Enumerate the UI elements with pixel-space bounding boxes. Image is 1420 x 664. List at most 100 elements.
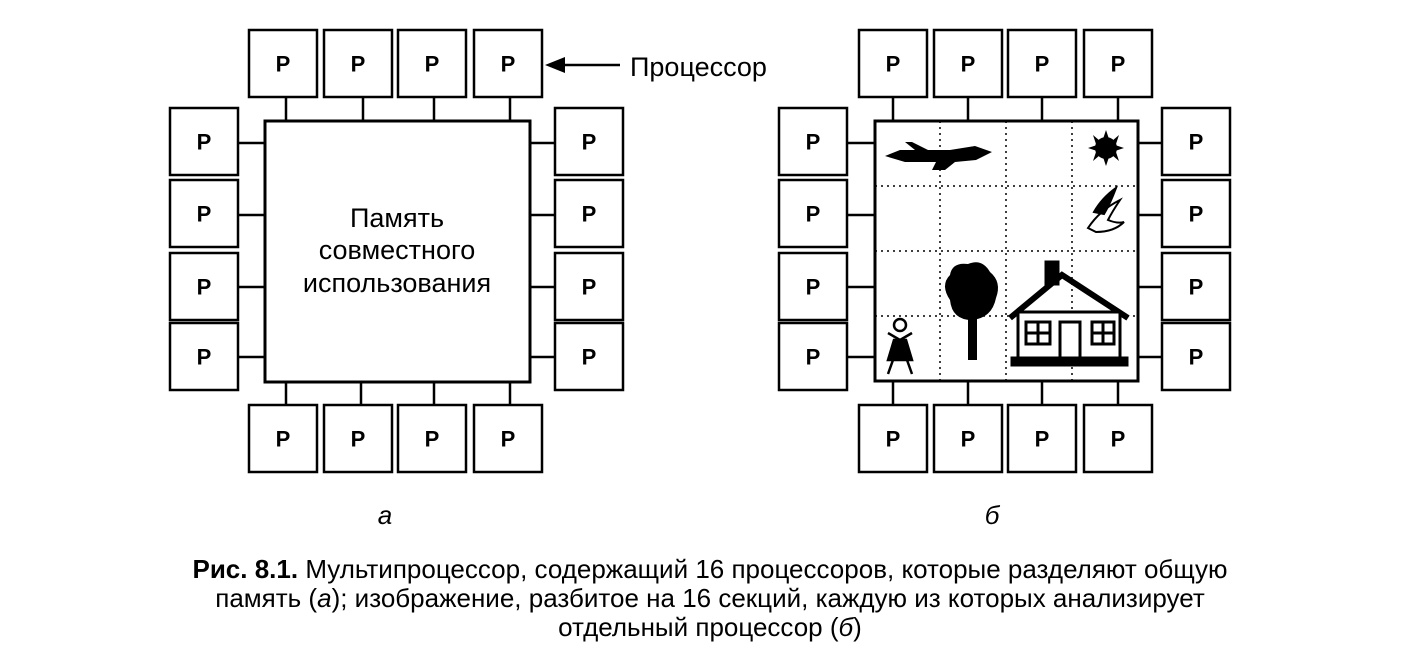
processor-a-16: P [472,403,544,474]
caption-line-1: Рис. 8.1. Мультипроцессор, содержащий 16… [0,555,1420,584]
memory-label-line-3: использования [303,268,491,298]
house-icon [1008,260,1130,367]
subfigure-label-b: б [985,500,1001,530]
figure-caption: Рис. 8.1. Мультипроцессор, содержащий 16… [0,555,1420,642]
processor-b-12-label: P [1189,345,1204,370]
bird-icon [1086,185,1125,234]
caption-line-1-text: Мультипроцессор, содержащий 16 процессор… [298,554,1228,584]
processor-a-14: P [322,403,394,474]
caption-line-2-a: а [317,583,332,613]
caption-fig-number: Рис. 8.1. [192,554,299,584]
processor-a-9: P [553,106,625,177]
processor-a-15-box [396,403,468,474]
processor-a-14-label: P [351,427,366,452]
processor-a-10-label: P [582,202,597,227]
tree-icon [945,262,998,360]
processor-b-2-label: P [961,52,976,77]
airplane-icon [885,142,992,170]
processor-a-4-label: P [501,52,516,77]
processor-a-7-label: P [197,275,212,300]
processor-b-14-label: P [961,427,976,452]
processor-b-14-box [932,403,1004,474]
processor-b-10-box [1160,178,1232,249]
subfigure-label-a: а [378,500,392,530]
processor-b-12-box [1160,321,1232,392]
processor-b-10-label: P [1189,202,1204,227]
processor-a-2: P [322,28,394,99]
processor-b-7: P [777,251,849,322]
processor-b-6: P [777,178,849,249]
processor-a-10: P [553,178,625,249]
processor-b-4-box [1082,28,1154,99]
memory-label-line-2: совместного [319,235,476,265]
processor-a-5-label: P [197,130,212,155]
processor-a-8: P [168,321,240,392]
processor-a-7-box [168,251,240,322]
processor-a-14-box [322,403,394,474]
processor-b-15-box [1006,403,1078,474]
processor-b-5-box [777,106,849,177]
processor-b-15: P [1006,403,1078,474]
processor-a-6: P [168,178,240,249]
processor-a-11: P [553,251,625,322]
processor-b-10: P [1160,178,1232,249]
processor-a-16-box [472,403,544,474]
processor-arrow-label: Процессор [630,52,767,82]
processor-b-14: P [932,403,1004,474]
processor-a-5: P [168,106,240,177]
processor-a-5-box [168,106,240,177]
processor-b-2: P [932,28,1004,99]
processor-a-12-label: P [582,345,597,370]
processor-b-2-box [932,28,1004,99]
processor-a-8-box [168,321,240,392]
processor-a-3-box [396,28,468,99]
processor-b-11-box [1160,251,1232,322]
caption-line-3-before: отдельный процессор ( [558,612,839,642]
processor-a-11-box [553,251,625,322]
caption-line-2: память (а); изображение, разбитое на 16 … [0,584,1420,613]
processor-b-3: P [1006,28,1078,99]
processor-b-13-label: P [886,427,901,452]
processor-b-7-box [777,251,849,322]
processor-a-13-box [247,403,319,474]
processor-b-3-label: P [1035,52,1050,77]
arrow-head-icon [545,57,565,73]
processor-b-16-label: P [1111,427,1126,452]
processor-a-1-label: P [276,52,291,77]
processor-b-4-label: P [1111,52,1126,77]
processor-b-9: P [1160,106,1232,177]
processor-a-15: P [396,403,468,474]
processor-a-6-label: P [197,202,212,227]
processor-b-13-box [857,403,929,474]
processor-a-4: P [472,28,544,99]
caption-line-3: отдельный процессор (б) [0,613,1420,642]
processor-b-5: P [777,106,849,177]
processor-b-1: P [857,28,929,99]
processor-b-8: P [777,321,849,392]
panel-a [238,57,620,405]
processor-b-6-box [777,178,849,249]
processor-b-8-box [777,321,849,392]
processor-b-9-box [1160,106,1232,177]
processor-a-15-label: P [425,427,440,452]
caption-line-3-b: б [838,612,854,642]
processor-b-11-label: P [1189,275,1204,300]
processor-b-7-label: P [806,275,821,300]
person-icon [886,317,914,375]
processor-a-3-label: P [425,52,440,77]
processor-a-16-label: P [501,427,516,452]
processor-b-15-label: P [1035,427,1050,452]
processor-b-11: P [1160,251,1232,322]
processor-a-12: P [553,321,625,392]
processor-b-13: P [857,403,929,474]
processor-a-8-label: P [197,345,212,370]
processor-a-4-box [472,28,544,99]
processor-a-13: P [247,403,319,474]
processor-b-1-box [857,28,929,99]
processor-a-2-label: P [351,52,366,77]
processor-b-8-label: P [806,345,821,370]
processor-b-16: P [1082,403,1154,474]
